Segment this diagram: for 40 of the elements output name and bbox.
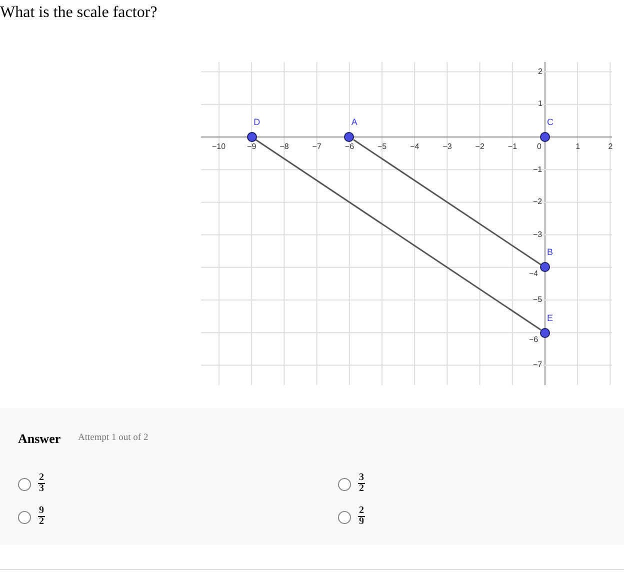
denominator: 2 [359,484,364,494]
axis-tick-label: −7 [312,143,322,151]
axis-tick-label: −7 [533,361,542,370]
axis-tick-label: −6 [529,336,538,344]
point-label: B [547,248,554,258]
numerator: 3 [359,473,364,483]
denominator: 2 [39,517,44,527]
numerator: 2 [39,473,44,483]
numerator: 2 [359,506,364,516]
point-label: E [547,314,554,323]
answer-heading: Answer [18,431,61,447]
question-title: What is the scale factor? [0,4,158,22]
axis-tick-label: −3 [442,143,452,151]
axis-tick-label: −1 [508,143,518,151]
denominator: 3 [39,484,44,494]
line-segment [255,139,542,330]
numerator: 9 [39,506,44,516]
axis-tick-label: 1 [576,143,580,151]
axis-tick-label: −2 [533,198,542,206]
axis-tick-label: −5 [533,296,542,304]
axis-tick-label: 2 [538,68,542,76]
attempt-counter: Attempt 1 out of 2 [78,433,148,443]
axis-tick-label: −4 [529,270,538,278]
axis-tick-label: −5 [378,143,387,151]
axis-tick-label: 2 [608,143,613,151]
axis-tick-label: 0 [537,143,542,151]
axis-tick-label: −3 [533,230,542,239]
axis-tick-label: −8 [280,143,289,151]
point-label: C [547,118,554,127]
axis-tick-label: −1 [533,166,542,174]
axis-tick-label: −2 [475,143,484,151]
axis-tick-label: 1 [538,100,542,108]
point-label: D [254,118,260,127]
axis-tick-label: −9 [247,143,256,151]
axis-tick-label: −4 [410,143,420,151]
point-label: A [351,118,358,127]
denominator: 9 [359,517,364,527]
axis-tick-label: −10 [212,143,226,151]
axis-tick-label: −6 [344,143,354,151]
line-segment [353,139,542,266]
